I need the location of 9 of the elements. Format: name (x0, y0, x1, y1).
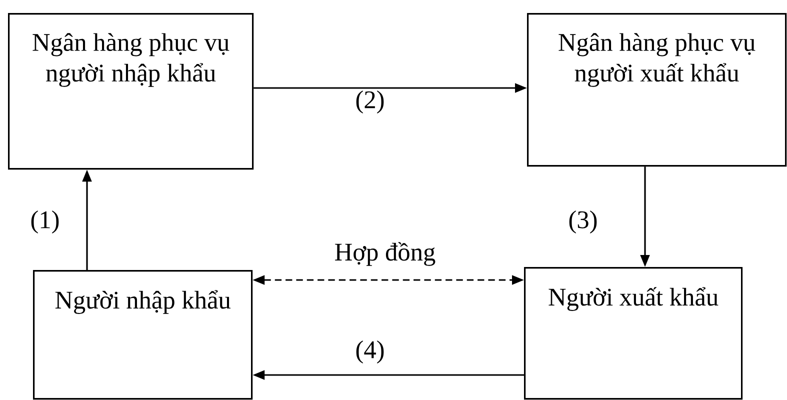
edge-label: Hợp đồng (333, 240, 438, 268)
edge-label: (3) (566, 209, 600, 235)
edge-label: (2) (354, 89, 386, 115)
edge-label: (4) (354, 339, 386, 365)
process-box: Người nhập khẩu (33, 270, 253, 400)
process-box: Người xuất khẩu (524, 267, 743, 400)
process-box: Ngân hàng phục vụ người nhập khẩu (8, 13, 254, 170)
process-box: Ngân hàng phục vụ người xuất khẩu (527, 13, 787, 167)
edge-label: (1) (28, 209, 62, 235)
